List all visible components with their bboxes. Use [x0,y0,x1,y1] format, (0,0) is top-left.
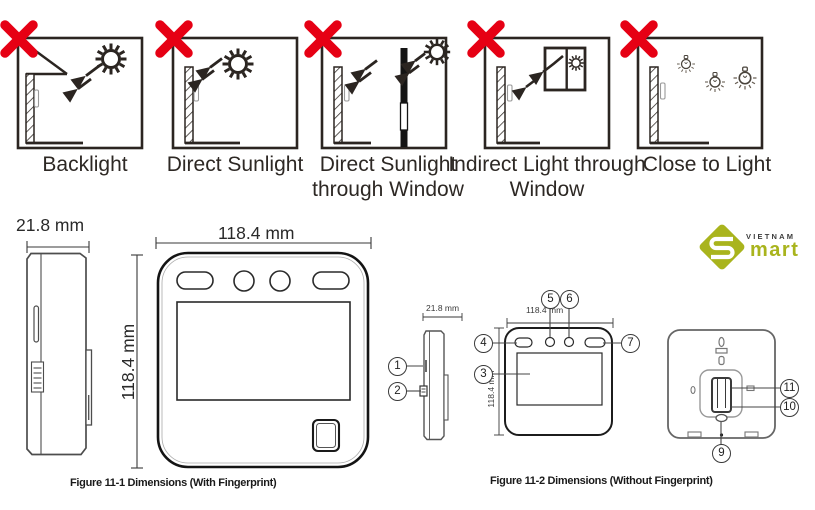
callout-3: 3 [474,365,493,384]
camera-lens [233,270,255,292]
cable-channel [711,377,732,413]
fig2-width-label: 118.4 mm [526,305,564,315]
light-arrows [345,52,426,94]
camera-lens [269,270,291,292]
figure1-caption: Figure 11-1 Dimensions (With Fingerprint… [70,477,277,489]
mounting-bracket [443,374,449,421]
camera-lens [563,336,575,348]
wall [496,66,506,144]
wall [184,66,194,144]
fig1-width-label: 118.4 mm [218,223,295,243]
wall [333,66,343,144]
light-arrows [63,64,100,102]
fig2-side-view [419,313,463,441]
callout-leader-lines [406,309,780,444]
warning-diagram-indirect-light [467,20,611,150]
warning-label-close-to-light: Close to Light [642,153,772,176]
screen [516,352,603,406]
warning-label-direct-sunlight: Direct Sunlight [166,153,304,176]
figure1-side-view [26,241,93,456]
right-sensor-pill [584,337,606,348]
callout-10: 10 [780,398,799,417]
left-sensor-pill [176,271,214,290]
prohibited-x-icon [304,20,342,58]
device-on-wall [659,82,666,100]
warning-diagram-backlight [0,20,144,150]
right-sensor-pill [312,271,350,290]
fig1-height-label: 118.4 mm [118,323,138,401]
prohibited-x-icon [467,20,505,58]
figure2-drawings [406,309,780,444]
logo-text-mart: mart [750,239,800,261]
side-slot [33,305,40,343]
figure1-front-view [131,237,372,469]
depth-dim-line [26,241,90,253]
callout-4: 4 [474,334,493,353]
fig1-depth-label: 21.8 mm [16,215,85,235]
fig2-rear-view [667,329,776,439]
device-on-wall [33,89,40,108]
fingerprint-module [311,418,341,453]
fig2-depth-label: 21.8 mm [426,303,460,313]
logo-s-glyph [709,236,735,260]
left-sensor-pill [514,337,533,348]
callout-11: 11 [780,379,799,398]
warning-label-indirect-light: Indirect Light through Window [448,153,646,201]
height-dim-line [131,254,143,469]
light-arrows [188,57,223,92]
window-icon [543,46,587,92]
warning-diagram-close-to-light [620,20,764,150]
logo-text-vietnam: VIETNAM [746,232,796,241]
callout-9: 9 [712,444,731,463]
mounting-bracket [85,349,93,426]
side-connector [419,385,428,397]
width-dim-line [155,237,372,249]
side-body [26,252,87,456]
figure2-caption: Figure 11-2 Dimensions (Without Fingerpr… [490,475,713,487]
fig2-front-view [494,318,614,436]
screen [176,301,351,401]
prohibited-x-icon [155,20,193,58]
device-on-wall [506,84,513,102]
prohibited-x-icon [620,20,658,58]
wall [649,66,659,144]
light-arrows [512,55,564,100]
cable-hole [715,413,728,423]
callout-6: 6 [560,290,579,309]
camera-lens [544,336,556,348]
warning-label-sunlight-window: Direct Sunlight through Window [312,153,464,201]
callout-1: 1 [388,357,407,376]
side-connector [30,361,45,393]
callout-7: 7 [621,334,640,353]
vietnamsmart-logo-icon [699,224,745,270]
warning-label-backlight: Backlight [42,153,128,176]
prohibited-x-icon [0,20,38,58]
warning-diagram-direct-sunlight [155,20,299,150]
callout-5: 5 [541,290,560,309]
wall [25,73,35,144]
warning-diagram-sunlight-window [304,20,452,150]
callout-2: 2 [388,382,407,401]
